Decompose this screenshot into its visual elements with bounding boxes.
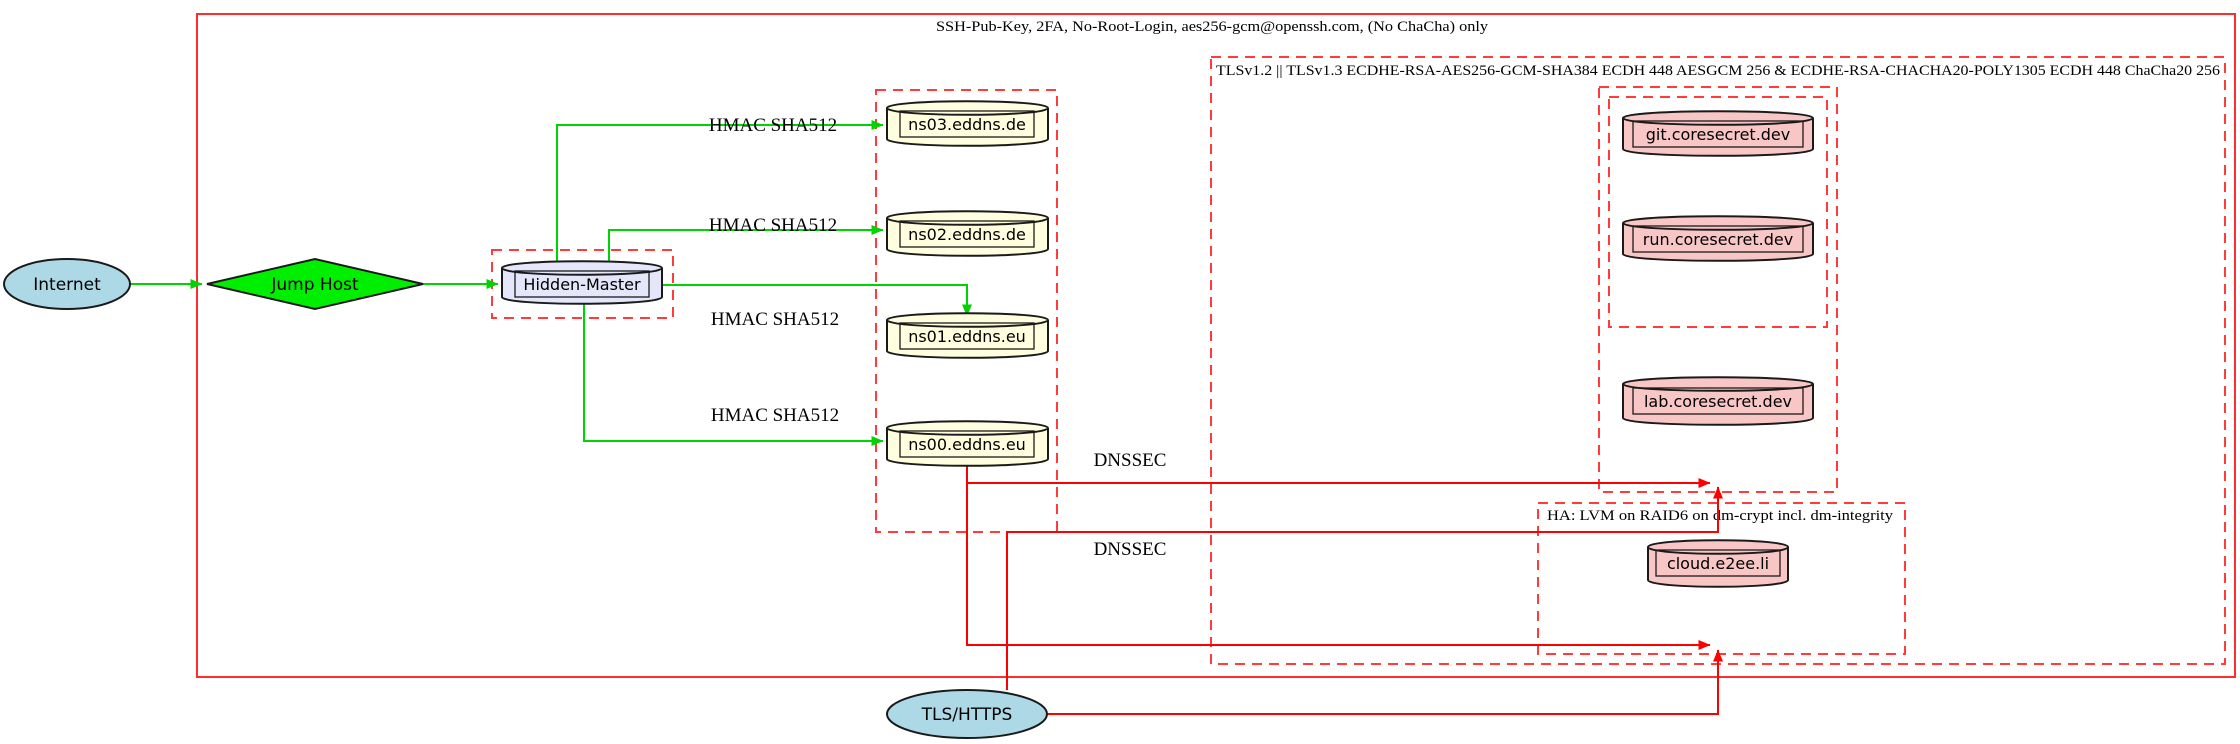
- cloud-label-frame: [1655, 549, 1781, 577]
- lab-node: lab.coresecret.dev: [1622, 376, 1814, 426]
- ssh-cluster-box: [196, 13, 2236, 678]
- ssh-cluster-label: SSH-Pub-Key, 2FA, No-Root-Login, aes256-…: [936, 19, 1489, 35]
- ns03-cylinder: [886, 100, 1049, 147]
- hidden-master-cylinder: [501, 260, 663, 305]
- dnssec-label-2: DNSSEC: [1094, 539, 1167, 560]
- ns01-cylinder: [886, 312, 1049, 359]
- edge-hiddenmaster-ns01: [662, 284, 972, 317]
- jump-host-label: Jump Host: [270, 275, 359, 295]
- run-label-frame: [1632, 225, 1804, 253]
- git-label: git.coresecret.dev: [1646, 125, 1791, 144]
- ns03-label-frame: [899, 110, 1035, 138]
- ns03-label: ns03.eddns.de: [908, 115, 1026, 134]
- run-cylinder: [1622, 215, 1814, 262]
- ns00-label: ns00.eddns.eu: [908, 435, 1026, 454]
- cloud-label: cloud.e2ee.li: [1667, 554, 1769, 573]
- ns02-cylinder-lid: [886, 217, 1049, 226]
- ns03-cylinder-lid: [886, 107, 1049, 116]
- ns01-label: ns01.eddns.eu: [908, 327, 1026, 346]
- run-label: run.coresecret.dev: [1643, 230, 1793, 249]
- edge-tls-to-cloud: [1047, 649, 1723, 715]
- hmac-label-ns03: HMAC SHA512: [709, 115, 837, 136]
- lab-label-frame: [1632, 387, 1804, 415]
- hidden-master-label: Hidden-Master: [523, 275, 641, 294]
- cloud-cylinder-lid: [1647, 546, 1789, 555]
- ns00-label-frame: [899, 430, 1035, 458]
- ns01-label-frame: [899, 322, 1035, 350]
- hidden-master-cylinder-lid: [501, 267, 663, 276]
- ns02-node: ns02.eddns.de: [886, 210, 1049, 257]
- edge-hiddenmaster-ns00: [583, 304, 884, 446]
- tls-https-label: TLS/HTTPS: [921, 705, 1013, 725]
- ns03-node: ns03.eddns.de: [886, 100, 1049, 147]
- ns02-label: ns02.eddns.de: [908, 225, 1026, 244]
- edge-tls-to-coresecret: [1006, 486, 1723, 690]
- ns00-node: ns00.eddns.eu: [886, 420, 1049, 467]
- run-cylinder-lid: [1622, 222, 1814, 231]
- git-node: git.coresecret.dev: [1622, 110, 1814, 157]
- run-node: run.coresecret.dev: [1622, 215, 1814, 262]
- git-cylinder-lid: [1622, 117, 1814, 126]
- lab-cylinder-lid: [1622, 383, 1814, 392]
- ns00-cylinder-lid: [886, 427, 1049, 436]
- hmac-label-ns00: HMAC SHA512: [711, 405, 839, 426]
- ns00-cylinder: [886, 420, 1049, 467]
- git-label-frame: [1632, 120, 1804, 148]
- edge-dnssec-to-cloud: [966, 483, 1711, 650]
- hidden-master-label-frame: [514, 270, 650, 298]
- ns01-cylinder-lid: [886, 319, 1049, 328]
- ns02-label-frame: [899, 220, 1035, 248]
- dns-cluster-box: [875, 89, 1058, 533]
- ns01-node: ns01.eddns.eu: [886, 312, 1049, 359]
- tls-https-node: [886, 689, 1048, 739]
- hmac-label-ns01: HMAC SHA512: [711, 309, 839, 330]
- edge-hiddenmaster-ns03: [556, 120, 884, 262]
- hidden-master-node: Hidden-Master: [501, 260, 663, 305]
- jump-host-node: [206, 257, 424, 311]
- edge-hiddenmaster-ns02: [608, 225, 884, 262]
- dnssec-label-1: DNSSEC: [1094, 450, 1167, 471]
- internet-node: [3, 258, 131, 310]
- cloud-cylinder: [1647, 539, 1789, 588]
- cloud-node: cloud.e2ee.li: [1647, 539, 1789, 588]
- coresecret-outer-box: [1598, 86, 1838, 493]
- ns02-cylinder: [886, 210, 1049, 257]
- lab-label: lab.coresecret.dev: [1644, 392, 1792, 411]
- ha-cluster-label: HA: LVM on RAID6 on dm-crypt incl. dm-in…: [1547, 508, 1894, 524]
- internet-label: Internet: [33, 275, 101, 295]
- coresecret-inner-box: [1608, 96, 1828, 328]
- tls-cluster-label: TLSv1.2 || TLSv1.3 ECDHE-RSA-AES256-GCM-…: [1216, 63, 2221, 79]
- hmac-label-ns02: HMAC SHA512: [709, 215, 837, 236]
- git-cylinder: [1622, 110, 1814, 157]
